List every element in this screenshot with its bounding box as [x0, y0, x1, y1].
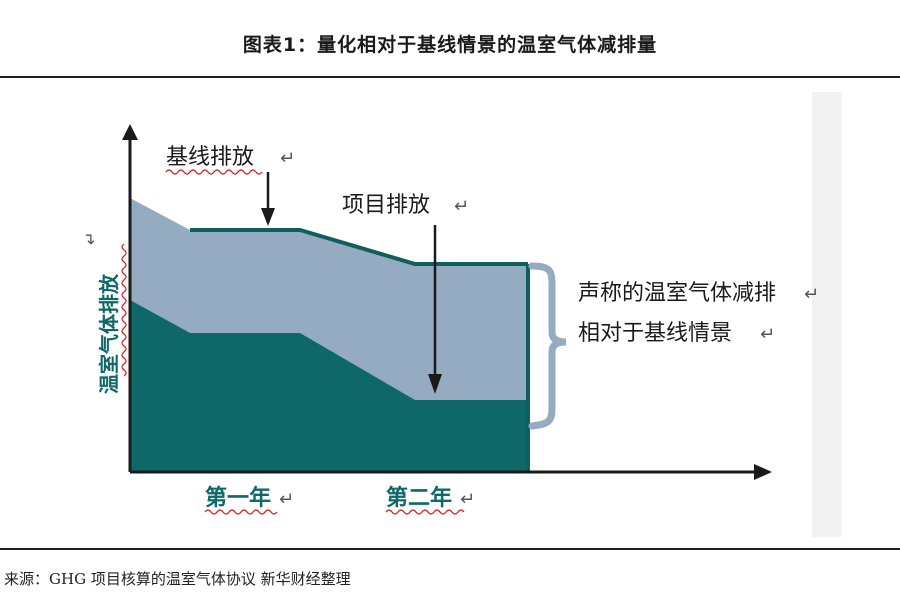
claim-brace-icon [528, 262, 567, 430]
project-return-mark: ↵ [454, 196, 469, 217]
baseline-line [190, 228, 528, 266]
project-arrow-icon [428, 374, 442, 394]
bottom-rule [0, 548, 900, 550]
claim-return-mark-2: ↵ [760, 324, 775, 345]
y-axis-label-group: 温室气体排放 [97, 273, 121, 394]
claim-label-line2: 相对于基线情景 [578, 321, 732, 346]
top-rule [0, 76, 900, 78]
year1-label: 第一年 [205, 485, 271, 511]
project-emissions-area [130, 300, 528, 472]
claim-label-line1: 声称的温室气体减排 [578, 281, 776, 306]
side-shadow-panel [812, 92, 842, 537]
x-axis-arrow-icon [754, 464, 772, 480]
y-axis-arrow-icon [122, 124, 138, 140]
baseline-arrow-icon [261, 208, 275, 226]
project-label: 项目排放 [342, 193, 430, 218]
year2-return-mark: ↵ [460, 489, 475, 510]
y-axis-return-mark: ↵ [81, 232, 100, 245]
source-note: 来源：GHG 项目核算的温室气体协议 新华财经整理 [4, 570, 351, 588]
y-axis-label: 温室气体排放 [97, 273, 121, 394]
y-axis-label-underline [121, 243, 127, 377]
year1-label-underline [204, 509, 278, 515]
baseline-label: 基线排放 [166, 145, 254, 170]
year1-return-mark: ↵ [279, 489, 294, 510]
baseline-return-mark: ↵ [280, 148, 295, 169]
year2-label-underline [385, 509, 465, 515]
year2-label: 第二年 [386, 485, 452, 511]
figure-title: 图表1：量化相对于基线情景的温室气体减排量 [242, 34, 658, 56]
baseline-label-underline [165, 169, 263, 175]
claim-return-mark-1: ↵ [804, 284, 819, 305]
